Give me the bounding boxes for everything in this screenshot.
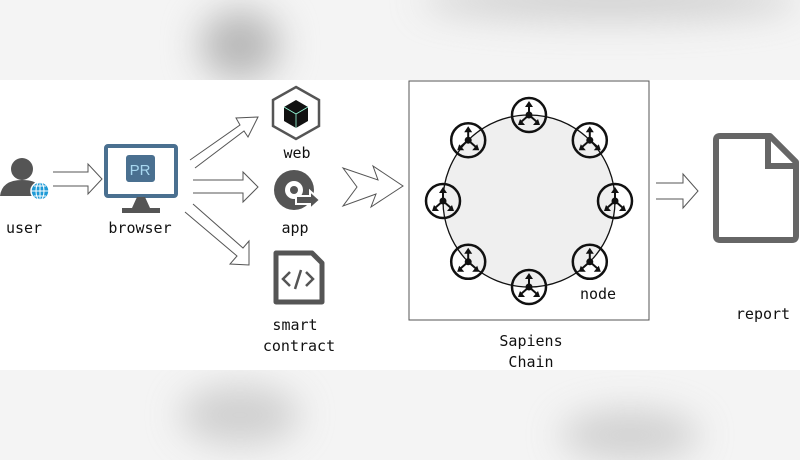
browser-label: browser: [108, 219, 172, 237]
app-label: app: [281, 219, 309, 237]
node-arrows-icon: [596, 182, 634, 220]
cube-icon: [271, 85, 321, 141]
arrow-icon: [189, 116, 259, 169]
smart-contract-label-2: contract: [262, 337, 336, 355]
background-blur: [180, 385, 300, 445]
node-arrows-icon: [449, 243, 487, 281]
diagram: PR: [0, 80, 799, 321]
node-arrows-icon: [571, 121, 609, 159]
disc-export-icon: [274, 170, 322, 212]
arrow-icon: [656, 172, 699, 210]
web-label: web: [283, 144, 311, 162]
user-label: user: [5, 219, 43, 237]
node-arrows-icon: [571, 243, 609, 281]
monitor-icon: [104, 144, 178, 213]
node-arrows-icon: [510, 96, 548, 134]
node-arrows-icon: [449, 121, 487, 159]
user-globe-icon: [0, 158, 50, 201]
report-label: report: [735, 305, 791, 323]
diagram-canvas: [0, 80, 800, 370]
document-icon: [713, 133, 799, 243]
code-file-icon: [273, 250, 325, 305]
chain-label-2: Chain: [508, 353, 554, 371]
smart-contract-label-1: smart: [272, 316, 318, 334]
background-blur: [200, 10, 280, 80]
chain-label-1: Sapiens: [499, 332, 563, 350]
node-arrows-icon: [424, 182, 462, 220]
browser-badge: PR: [130, 162, 151, 179]
arrow-icon: [53, 162, 103, 196]
arrow-icon: [184, 203, 250, 266]
arrow-icon: [193, 170, 259, 204]
node-label: node: [579, 285, 617, 303]
double-chevron-icon: [341, 164, 404, 209]
background-blur: [420, 0, 800, 20]
node-arrows-icon: [510, 268, 548, 306]
